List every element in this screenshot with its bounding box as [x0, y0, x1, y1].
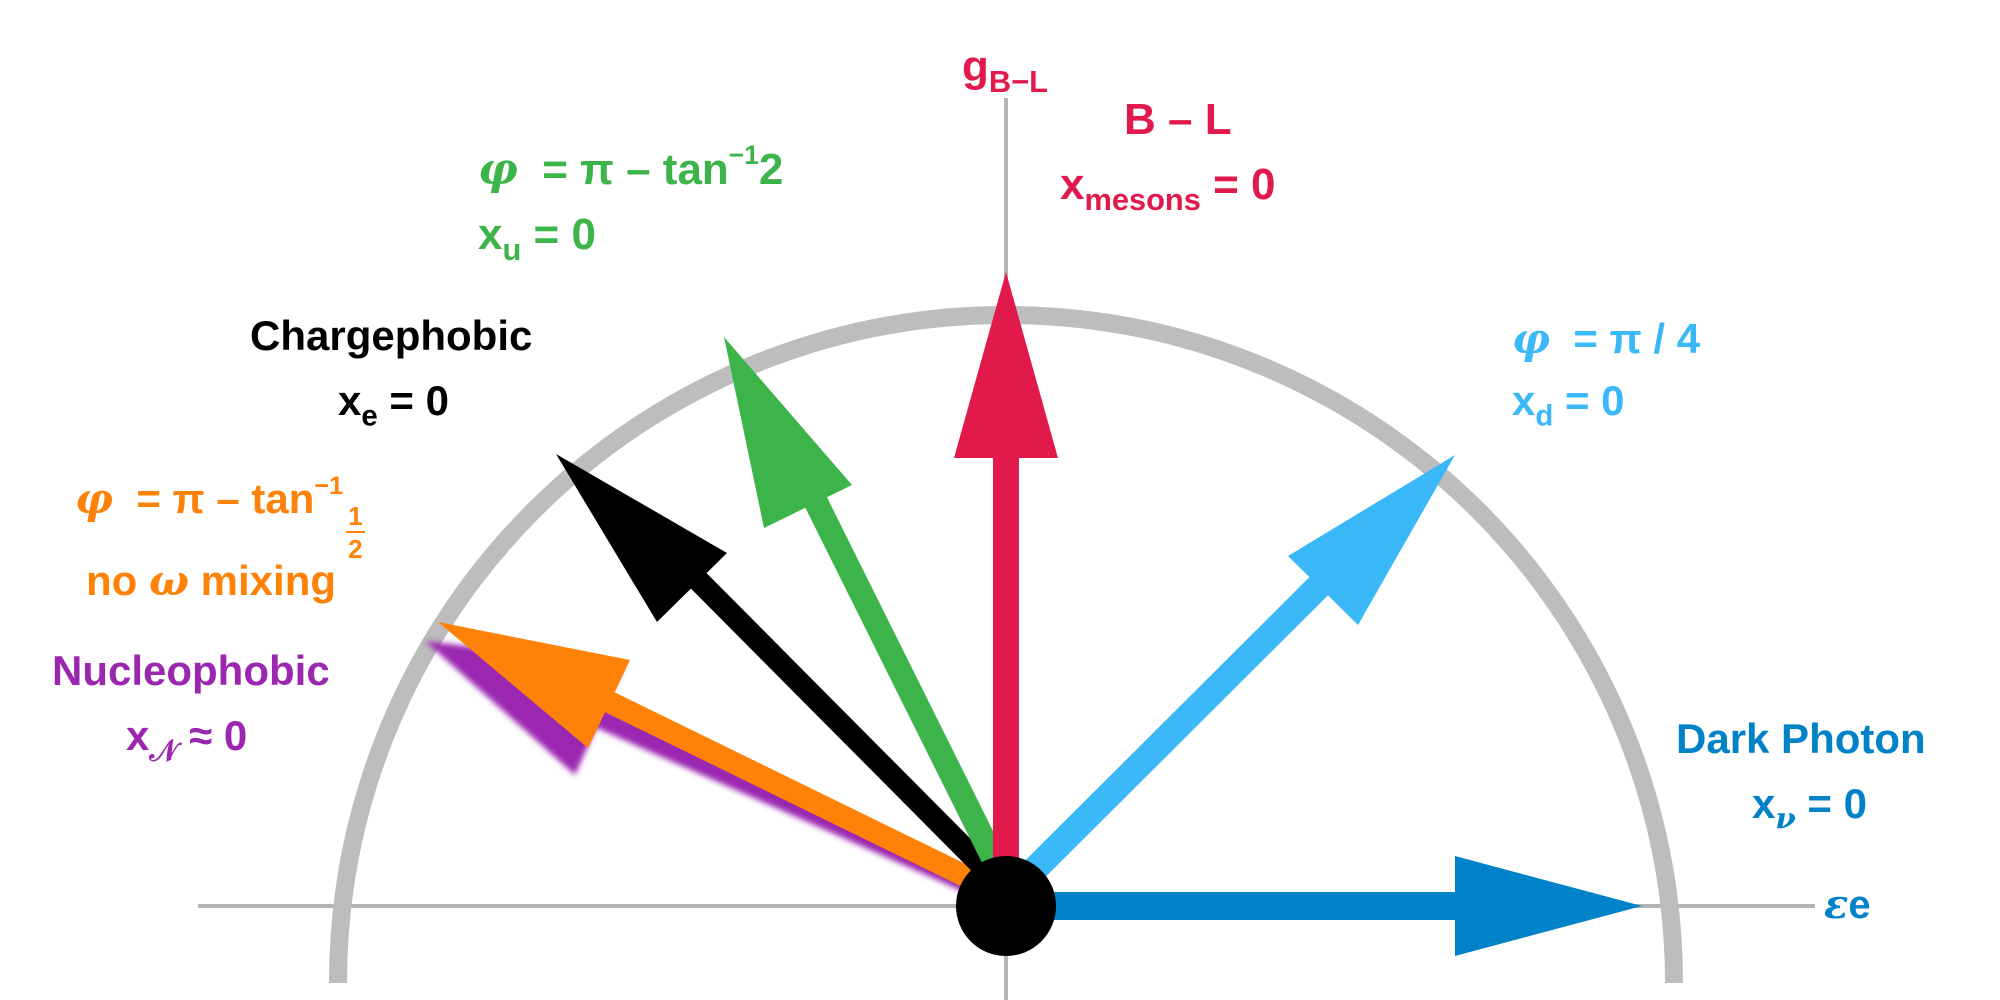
nucleophobic-var: x — [126, 712, 150, 759]
horizontal-axis-symbol: ε — [1824, 881, 1849, 928]
chargephobic-arrow-icon — [556, 454, 1014, 898]
b-minus-l-var: x — [1060, 160, 1085, 209]
vertical-axis-label: gB−L — [962, 42, 1048, 97]
down-phobic-eq: = π / 4 — [1550, 315, 1701, 362]
up-phobic-eq: = π – tan — [517, 145, 729, 194]
up-phobic-var: x — [478, 210, 503, 259]
dark-photon-rest: = 0 — [1795, 780, 1867, 827]
up-phobic-condition: xu = 0 — [478, 210, 596, 265]
nucleophobic-title: Nucleophobic — [52, 647, 330, 694]
chargephobic-condition: xe = 0 — [338, 377, 449, 431]
vertical-axis-symbol: g — [962, 42, 989, 91]
nucleophobic-rest: ≈ 0 — [177, 712, 248, 759]
up-phobic-angle: φ = π – tan−12 — [478, 142, 784, 194]
vertical-axis-subscript: B−L — [988, 63, 1048, 99]
horizontal-axis-text: e — [1848, 883, 1871, 927]
dark-photon-subscript: ν — [1775, 800, 1796, 836]
b-minus-l-rest: = 0 — [1200, 160, 1276, 209]
no-omega-sup: −1 — [314, 472, 344, 501]
down-phobic-var: x — [1512, 377, 1536, 424]
nucleophobic-subscript: 𝒩 — [149, 734, 178, 768]
up-phobic-arrow-icon — [724, 337, 1015, 886]
chargephobic-subscript: e — [361, 399, 378, 433]
no-omega-numerator: 1 — [346, 503, 365, 533]
up-phobic-phi: φ — [478, 144, 518, 195]
no-omega-post: mixing — [188, 557, 337, 604]
b-minus-l-subscript: mesons — [1084, 181, 1201, 217]
down-phobic-angle: φ = π / 4 — [1512, 318, 1700, 360]
down-phobic-subscript: d — [1535, 399, 1554, 433]
origin-dot-icon — [956, 856, 1056, 956]
down-phobic-rest: = 0 — [1553, 377, 1625, 424]
chargephobic-rest: = 0 — [377, 377, 449, 424]
dark-photon-var: x — [1752, 780, 1776, 827]
up-phobic-sup: −1 — [728, 140, 759, 171]
no-omega-phi: φ — [75, 474, 114, 523]
no-omega-denominator: 2 — [348, 533, 363, 564]
no-omega-eq: = π – tan — [113, 475, 315, 522]
no-omega-symbol: ω — [148, 556, 189, 605]
b-minus-l-condition: xmesons = 0 — [1060, 160, 1276, 215]
up-phobic-subscript: u — [502, 231, 522, 267]
chargephobic-title: Chargephobic — [250, 312, 533, 359]
down-phobic-arrow-icon — [1000, 455, 1455, 904]
chargephobic-var: x — [338, 377, 362, 424]
dark-photon-title: Dark Photon — [1676, 715, 1926, 762]
no-omega-mixing-text: no ω mixing — [86, 560, 336, 602]
no-omega-pre: no — [86, 557, 149, 604]
horizontal-axis-label: εe — [1824, 883, 1871, 927]
down-phobic-condition: xd = 0 — [1512, 377, 1625, 431]
dark-photon-arrow-icon — [1006, 856, 1642, 956]
up-phobic-rest: = 0 — [521, 210, 596, 259]
nucleophobic-condition: x𝒩 ≈ 0 — [126, 712, 248, 766]
dark-photon-condition: xν = 0 — [1752, 780, 1867, 833]
b-minus-l-arrow-icon — [954, 272, 1058, 885]
up-phobic-tail: 2 — [758, 145, 784, 194]
b-minus-l-title: B – L — [1124, 95, 1232, 144]
down-phobic-phi: φ — [1512, 314, 1551, 363]
no-omega-mixing-arrow-icon — [438, 622, 1011, 906]
